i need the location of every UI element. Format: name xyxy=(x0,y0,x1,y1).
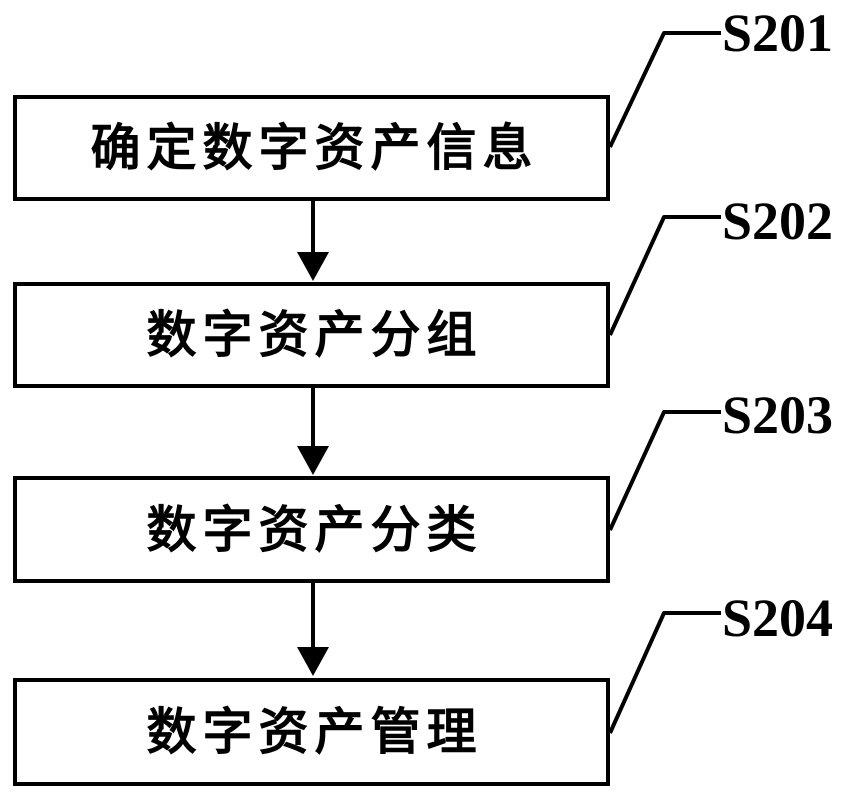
flow-step-label: 数字资产分组 xyxy=(146,307,483,363)
flow-step-box-s204: 数字资产管理 xyxy=(13,678,610,786)
leader-line-s204 xyxy=(608,611,721,734)
flow-step-box-s203: 数字资产分类 xyxy=(13,476,610,583)
flow-step-label: 确定数字资产信息 xyxy=(90,120,539,176)
leader-line-s202 xyxy=(608,215,721,336)
leader-line-s201 xyxy=(608,31,721,148)
flow-step-label: 数字资产分类 xyxy=(146,501,483,558)
step-id-label-s201: S201 xyxy=(722,3,834,63)
flow-arrow-3 xyxy=(297,583,329,676)
flow-arrow-2 xyxy=(297,388,329,475)
flow-step-box-s202: 数字资产分组 xyxy=(13,282,610,388)
step-id-label-s203: S203 xyxy=(722,385,834,445)
leader-line-s203 xyxy=(608,410,721,531)
flow-step-box-s201: 确定数字资产信息 xyxy=(13,95,610,201)
flow-step-label: 数字资产管理 xyxy=(146,704,483,760)
step-id-label-s202: S202 xyxy=(722,191,834,251)
flow-arrow-1 xyxy=(297,200,329,281)
step-id-label-s204: S204 xyxy=(722,588,834,648)
